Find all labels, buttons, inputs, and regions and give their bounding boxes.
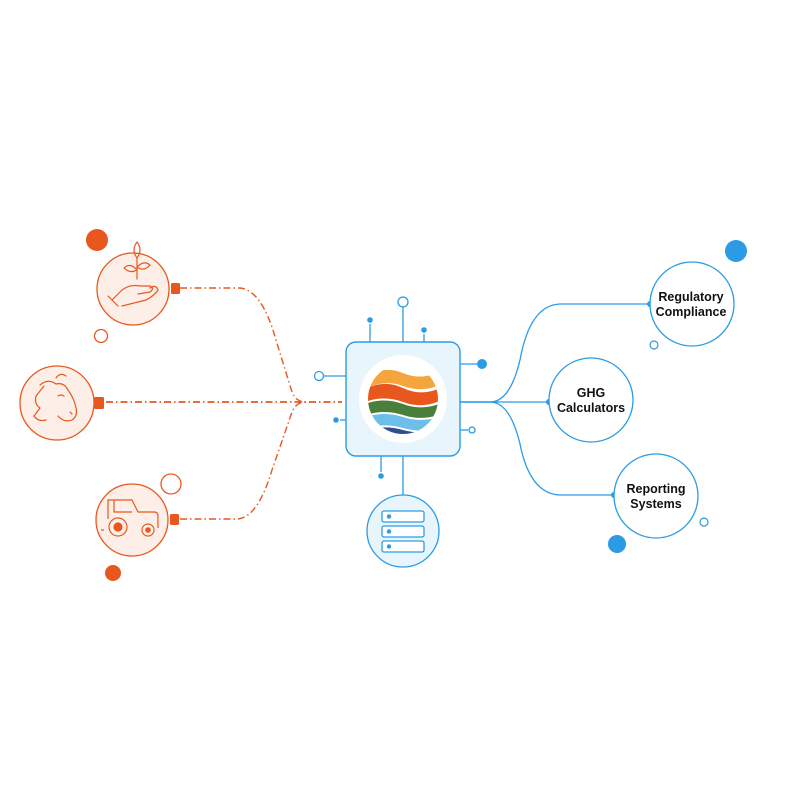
source-connectors [106, 287, 342, 520]
output-node-ghg [548, 357, 634, 443]
connector-tractor [180, 401, 307, 520]
server-stack-icon [381, 510, 425, 553]
regulatory-label-line2: Compliance [655, 305, 727, 319]
storage-node [366, 494, 440, 568]
hub-pins [313, 296, 487, 495]
connector-seedling [180, 287, 307, 403]
source-node-seedling [96, 241, 180, 326]
regulatory-compliance-label: Regulatory Compliance [636, 290, 746, 320]
source-node-tractor [95, 483, 179, 557]
tractor-icon [101, 499, 159, 537]
connector-reporting [460, 401, 614, 496]
output-node-reporting [613, 453, 699, 539]
reporting-systems-label: Reporting Systems [601, 482, 711, 512]
cow-icon [33, 373, 78, 422]
decorative-dots [86, 229, 747, 581]
source-node-cow [19, 365, 104, 441]
ghg-calculators-label: GHG Calculators [536, 386, 646, 416]
reporting-label-line1: Reporting [626, 482, 686, 496]
hand-seedling-icon [107, 241, 159, 307]
reporting-label-line2: Systems [630, 497, 682, 511]
regulatory-label-line1: Regulatory [658, 290, 724, 304]
hub-chip [345, 341, 461, 457]
ghg-label-line2: Calculators [556, 401, 626, 415]
connector-regulatory [460, 303, 650, 403]
output-node-regulatory [649, 261, 735, 347]
ghg-label-line1: GHG [576, 386, 606, 400]
